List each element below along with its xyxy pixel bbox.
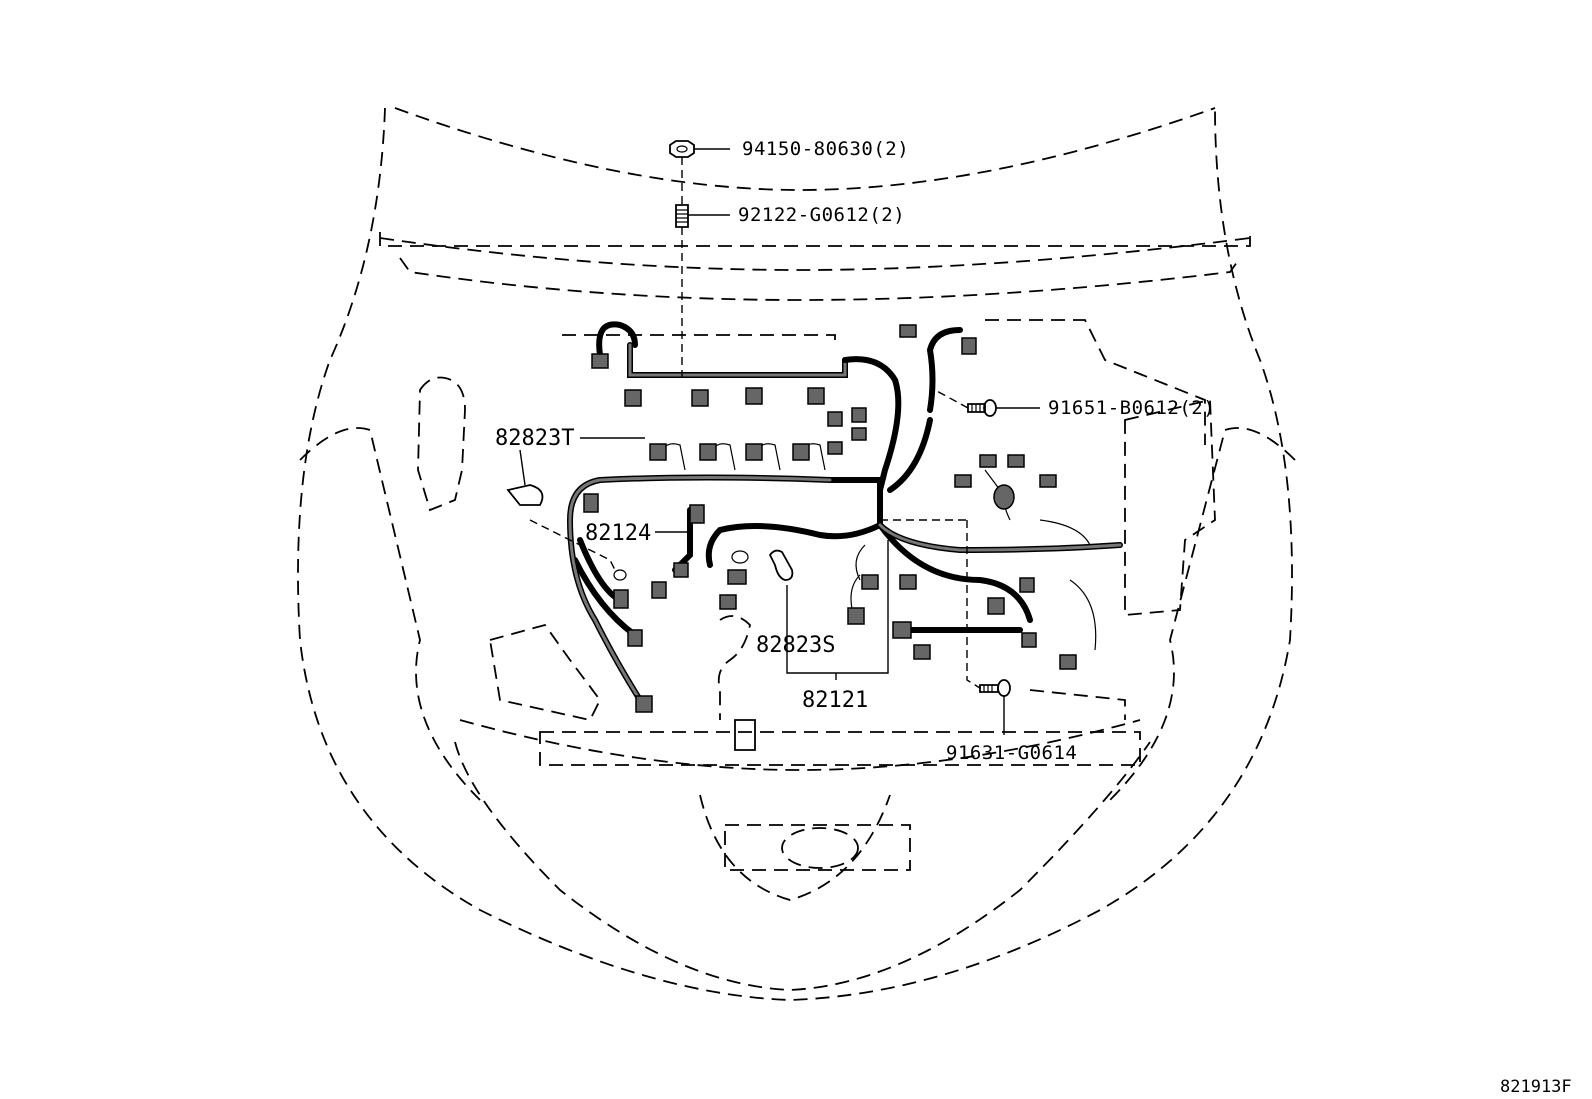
lower-bolt <box>880 519 1011 735</box>
vehicle-outline <box>297 107 1296 1001</box>
connector <box>1019 577 1035 593</box>
connector <box>1021 632 1037 648</box>
connector <box>745 443 763 461</box>
connector <box>624 389 642 407</box>
connector <box>899 574 917 590</box>
connector <box>851 427 867 441</box>
label-leaders <box>580 437 889 680</box>
connector <box>591 353 609 369</box>
connector <box>851 407 867 423</box>
connector <box>727 569 747 585</box>
connector <box>987 597 1005 615</box>
callout-bolt-right: 91651-B0612(2) <box>1048 397 1215 419</box>
connector <box>691 389 709 407</box>
connector <box>792 443 810 461</box>
connector <box>651 581 667 599</box>
connector <box>979 454 997 468</box>
protector-82823s-shape <box>768 549 794 581</box>
stud-icon <box>675 204 689 228</box>
callout-protector-t: 82823T <box>495 426 574 451</box>
connector <box>807 387 825 405</box>
connector <box>627 629 643 647</box>
connector <box>892 621 912 639</box>
connector <box>899 324 917 338</box>
callout-nut: 94150-80630(2) <box>742 138 909 160</box>
connector <box>847 607 865 625</box>
top-fasteners <box>669 140 730 378</box>
connector <box>649 443 667 461</box>
connector <box>699 443 717 461</box>
nut-icon <box>669 140 695 158</box>
callout-sub-harness: 82124 <box>585 521 651 546</box>
connector <box>961 337 977 355</box>
connector <box>1059 654 1077 670</box>
left-engine-bay-components <box>417 376 756 751</box>
bolt-icon <box>997 679 1011 697</box>
connector <box>1007 454 1025 468</box>
connector <box>583 493 599 513</box>
callout-engine-harness: 82121 <box>802 688 868 713</box>
connector <box>613 589 629 609</box>
connector <box>635 695 653 713</box>
callout-stud: 92122-G0612(2) <box>738 204 905 226</box>
connector <box>827 441 843 455</box>
diagram-code: 821913F <box>1500 1077 1572 1097</box>
clip <box>731 550 749 564</box>
harness-connectors <box>583 324 1077 713</box>
clip <box>613 569 627 581</box>
grommet <box>993 484 1015 510</box>
connector <box>745 387 763 405</box>
engine-wire-harness <box>566 321 1123 703</box>
connector <box>673 562 689 578</box>
connector <box>719 594 737 610</box>
connector <box>1039 474 1057 488</box>
connector <box>827 411 843 427</box>
protector-82823t-shape <box>506 449 616 571</box>
connector <box>689 504 705 524</box>
connector <box>954 474 972 488</box>
callout-bolt-lower: 91631-G0614 <box>946 742 1077 764</box>
part-callouts: 94150-80630(2) 92122-G0612(2) 91651-B061… <box>495 138 1215 764</box>
connector <box>861 574 879 590</box>
connector <box>913 644 931 660</box>
right-bolt <box>934 389 1040 417</box>
right-engine-bay-components <box>1029 398 1216 720</box>
callout-protector-s: 82823S <box>756 633 835 658</box>
